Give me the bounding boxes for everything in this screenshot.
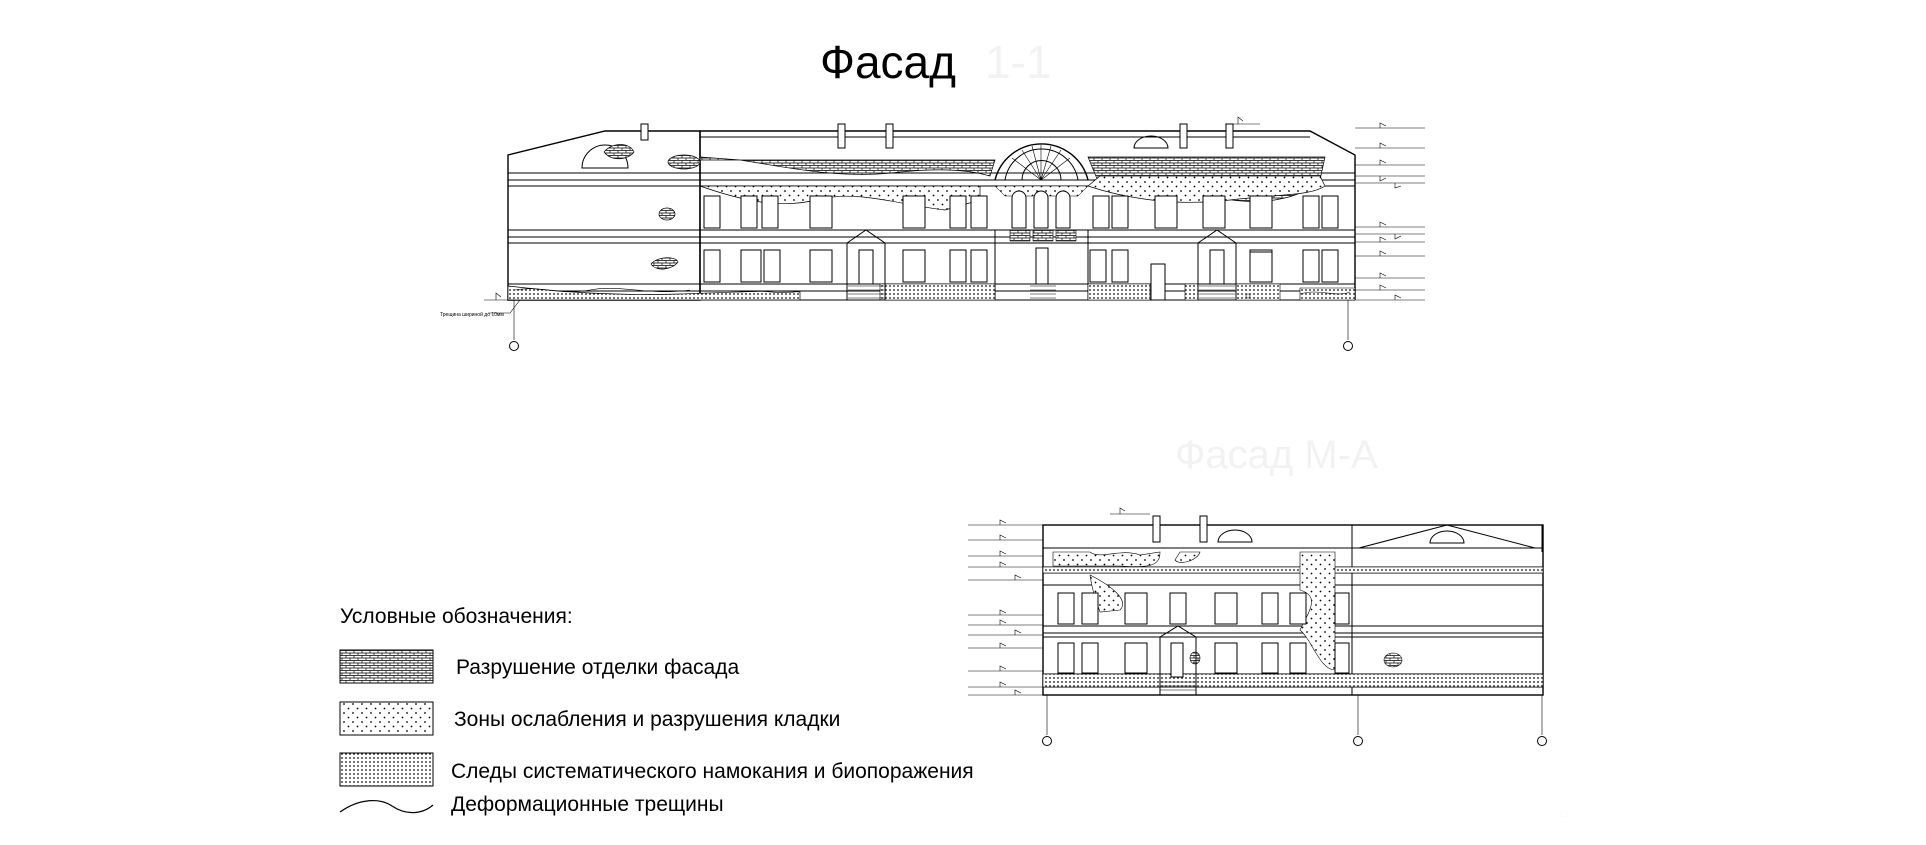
legend-heading: Условные обозначения:: [340, 605, 573, 628]
level-mark-top: [1225, 116, 1260, 125]
level-marks-right: [1355, 122, 1425, 301]
legend-label-masonry: Зоны ослабления и разрушения кладки: [454, 708, 840, 731]
axis-bubble-left: [509, 341, 519, 351]
second-facade: [968, 507, 1547, 746]
second-facade-level-marks: [968, 507, 1150, 696]
legend-swatch-dense-dots: [339, 752, 434, 787]
axis-bubble-2-right: [1537, 736, 1547, 746]
main-facade: Трещина шириной до 10мм: [440, 116, 1425, 351]
axis-bubble-2-mid: [1353, 736, 1363, 746]
legend-swatch-sparse-dots: [339, 701, 434, 736]
legend-label-cracks: Деформационные трещины: [451, 793, 724, 816]
ground-windows: [703, 229, 1339, 301]
facade-title: Фасад: [820, 36, 956, 88]
crack-note: Трещина шириной до 10мм: [440, 311, 504, 318]
second-facade-windows: [1057, 592, 1350, 696]
legend-label-moisture: Следы систематического намокания и биопо…: [451, 760, 974, 783]
axis-bubble-right: [1343, 341, 1353, 351]
axis-bubble-2-left: [1042, 736, 1052, 746]
level-mark-left: [484, 292, 521, 314]
facade-title-suffix: 1-1: [985, 36, 1051, 88]
ghost-mark: ◌: [1560, 805, 1568, 821]
legend-swatch-wave-line: [339, 800, 434, 814]
legend-label-facade-finish: Разрушение отделки фасада: [456, 656, 739, 679]
legend: Условные обозначения: Разрушение отделки…: [339, 605, 974, 816]
facade-ma-title: Фасад М-А: [1175, 433, 1378, 477]
legend-swatch-brick: [339, 649, 434, 684]
upper-windows: [703, 190, 1339, 242]
